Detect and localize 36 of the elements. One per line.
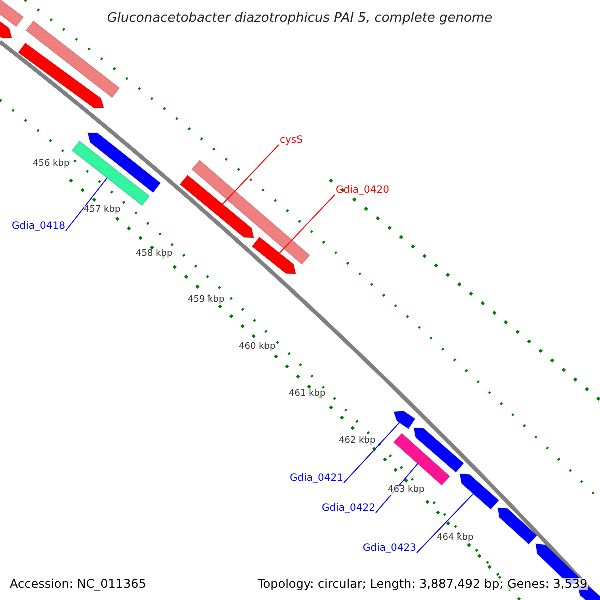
gene-bar — [0, 0, 24, 28]
gene-label: cysS — [280, 136, 303, 146]
scale-label: 458 kbp — [136, 250, 173, 259]
gene-bar — [26, 20, 120, 98]
gene-block — [413, 427, 465, 474]
gene-label: Gdia_0420 — [336, 186, 390, 196]
info-text: Accession: NC_011365 — [10, 578, 146, 590]
gene-label: Gdia_0421 — [290, 474, 344, 484]
gene-label: Gdia_0418 — [12, 222, 66, 232]
scale-label: 460 kbp — [239, 343, 276, 352]
gene-bar — [72, 140, 150, 206]
gene-label: Gdia_0422 — [322, 504, 376, 514]
gene-block — [459, 473, 500, 510]
gene-block — [180, 174, 255, 239]
gene-label: Gdia_0423 — [363, 544, 416, 554]
leader-line — [416, 493, 474, 554]
gene-bar — [191, 160, 311, 266]
scale-label: 456 kbp — [33, 160, 70, 169]
title: Gluconacetobacter diazotrophicus PAI 5, complete genome — [106, 12, 494, 25]
scale-label: 462 kbp — [339, 437, 376, 446]
scale-label: 459 kbp — [188, 296, 225, 305]
gene-block — [497, 507, 538, 546]
scale-label: 461 kbp — [289, 390, 326, 399]
gene-block — [393, 410, 416, 430]
scale-label: 463 kbp — [388, 486, 425, 495]
scale-label: 464 kbp — [437, 534, 474, 543]
info-text: Topology: circular; Length: 3,887,492 bp; Genes: 3,539 — [258, 578, 588, 590]
leader-line — [222, 144, 280, 206]
leader-line — [278, 194, 336, 254]
scale-label: 457 kbp — [84, 206, 121, 215]
leader-line — [66, 177, 108, 232]
gene-bar — [393, 432, 451, 486]
gene-block — [252, 236, 297, 275]
gene-block — [18, 42, 105, 109]
leader-line — [344, 422, 400, 484]
gene-block — [87, 132, 162, 194]
